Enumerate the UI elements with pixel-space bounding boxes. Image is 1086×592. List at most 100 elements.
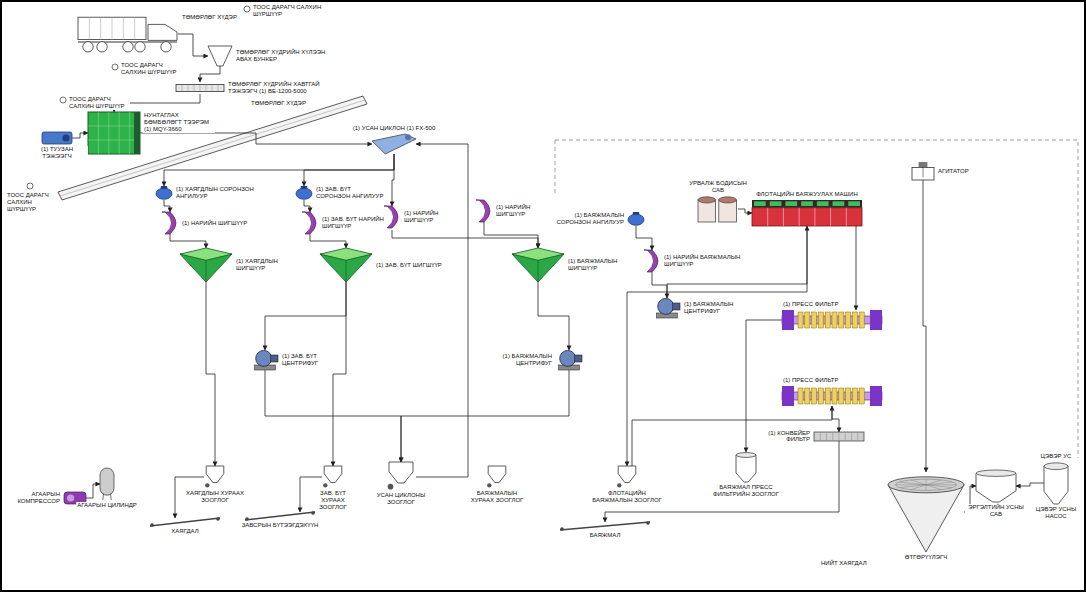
sieve-top: [512, 248, 564, 260]
sump-body: [618, 466, 636, 483]
equipment-label: (1) БАЯЖМАЛЫН СОРОНЗОН АНГИЛУУР: [553, 212, 625, 226]
sieve-rib: [346, 260, 347, 282]
magnet-drum: [628, 214, 644, 225]
equipment-node: БАЯЖМАЛ: [560, 522, 650, 530]
feeder-slat: [194, 84, 195, 91]
magnet-box: [633, 212, 639, 215]
pipe-connector: [652, 272, 667, 298]
dashed-water-line: [555, 140, 556, 196]
equipment-node: (1) БАЯЖМАЛЫН ЦЕНТРИФУГ: [654, 298, 680, 318]
receiver-vessel: [100, 468, 114, 495]
truck-cab: [148, 24, 177, 40]
conveyor-belt: [560, 522, 650, 530]
feeder-slat: [200, 84, 201, 91]
equipment-node: (1) КОНВЕЙЕР ФИЛЬТР: [814, 432, 864, 441]
press-head: [870, 386, 882, 406]
thickener-cone: [888, 485, 964, 552]
flotation-divider: [799, 208, 800, 226]
pipe-connector: [636, 226, 652, 250]
equipment-node: ЦЭВЭР УСЦЭВЭР УСНЫ НАСОС: [1044, 462, 1068, 504]
screen-feed: [476, 199, 479, 200]
equipment-node: ЗАВ. БҮТ ХУРААХ ЗООГЛОГ: [322, 466, 344, 488]
magsep-symbol: [156, 186, 172, 200]
equipment-label: (1) ПРЕСС ФИЛЬТР: [782, 377, 839, 384]
magnet-drum: [156, 188, 172, 199]
flotation-motor: [754, 201, 766, 206]
equipment-label: БАЯЖМАЛЫН ХУРААХ ЗООГЛОГ: [466, 490, 528, 504]
equipment-label: ЗАВ. БҮТ ХУРААХ ЗООГЛОГ: [307, 490, 359, 511]
equipment-label: НУНТАГЛАХ БӨМБӨЛӨГТ ТЭЭРЭМ (1) МQY-3660: [143, 112, 215, 133]
sump-body: [206, 466, 224, 483]
equipment-label: ЦЭВЭР УСНЫ НАСОС: [1032, 506, 1080, 520]
pipe-connector: [265, 370, 401, 462]
feeder-drum: [62, 134, 69, 141]
pipe-connector: [170, 234, 206, 248]
press-head: [782, 386, 794, 406]
magsep-symbol: [628, 212, 644, 226]
belt-symbol: [814, 432, 864, 441]
equipment-node: (1) УСАН ЦИКЛОН (1) FX-500: [372, 134, 416, 154]
cyclone-symbol: [372, 134, 416, 154]
hopper-symbol: [208, 46, 232, 66]
pipe-connector: [632, 406, 832, 466]
equipment-node: УСАН ЦИКЛОНЫ ЗООГЛОГ: [386, 462, 416, 490]
centrifuge-symbol: [654, 298, 680, 318]
flotation-motor: [801, 201, 813, 206]
equipment-label: (1) КОНВЕЙЕР ФИЛЬТР: [749, 430, 811, 444]
feeder-slat: [212, 84, 213, 91]
tank-symbol: [976, 470, 1016, 502]
screen-symbol: [384, 206, 400, 228]
agitator-shaft: [923, 167, 924, 177]
reagent-tank-top: [719, 197, 737, 203]
sump-symbol: [616, 466, 638, 488]
thickener-rake: [911, 480, 926, 485]
press-plate: [846, 312, 851, 328]
screen-deck: [479, 200, 490, 222]
belt-cross: [832, 432, 833, 441]
flotation-motor: [848, 201, 860, 206]
flotation-motor: [833, 201, 845, 206]
press-plate: [832, 388, 837, 404]
screen-deck: [305, 212, 316, 234]
pipe-connector: [304, 200, 310, 212]
feeder-slat: [188, 84, 189, 91]
sump-pump: [487, 483, 491, 487]
flotation-divider: [846, 208, 847, 226]
equipment-node: ЗАВСРЫН БҮТЭЭГДЭХҮҮН: [245, 512, 315, 520]
conveyor-symbol: [560, 522, 650, 530]
press-plate: [859, 312, 864, 328]
spray-nozzle: [60, 97, 66, 103]
equipment-label: ӨТГӨРҮҮЛЭГЧ: [904, 554, 948, 561]
silo-cap: [736, 453, 756, 458]
equipment-label: (1) ЗАВ. БҮТ СОРОНЗОН АНГИЛУУР: [315, 186, 387, 200]
compressor-fan: [67, 494, 74, 501]
equipment-node: (1) ЗАВ. БҮТ ЦЕНТРИФУГ: [252, 350, 278, 370]
equipment-label: ТӨМӨРЛӨГ ХҮДРИЙН ХАВТГАЙ ТЭЖЭЭГЧ (1) ВЕ-…: [227, 81, 339, 95]
equipment-label: БАЯЖМАЛ: [589, 532, 622, 539]
mill-symbol: [88, 112, 140, 154]
conveyor-pulley: [311, 511, 315, 515]
conveyor-symbol: [150, 518, 220, 526]
pipe-connector: [1016, 483, 1044, 486]
press-plate: [852, 388, 857, 404]
pipe-connector: [832, 406, 839, 432]
pipe-connector: [304, 154, 394, 186]
thickener-rim: [888, 477, 964, 493]
pipe-connector: [140, 133, 372, 144]
truck-bed: [78, 17, 146, 39]
agitator-symbol: [912, 162, 934, 180]
conveyor-pulley: [150, 523, 154, 527]
tanks-symbol: [698, 196, 738, 222]
thickener-well: [896, 479, 957, 490]
pipe-connector: [923, 180, 926, 472]
mill-liner: [88, 126, 140, 127]
sieve-rib: [538, 260, 539, 282]
equipment-node: (1) НАРИЙН БАЯЖМАЛЫН ШИГШҮҮР: [644, 250, 660, 272]
belt-cross: [857, 432, 858, 441]
press-plate: [825, 312, 830, 328]
truck-wheel: [161, 42, 171, 52]
screen-deck: [165, 212, 176, 234]
water-tank-top: [976, 470, 1016, 476]
truck-symbol: [78, 14, 178, 54]
